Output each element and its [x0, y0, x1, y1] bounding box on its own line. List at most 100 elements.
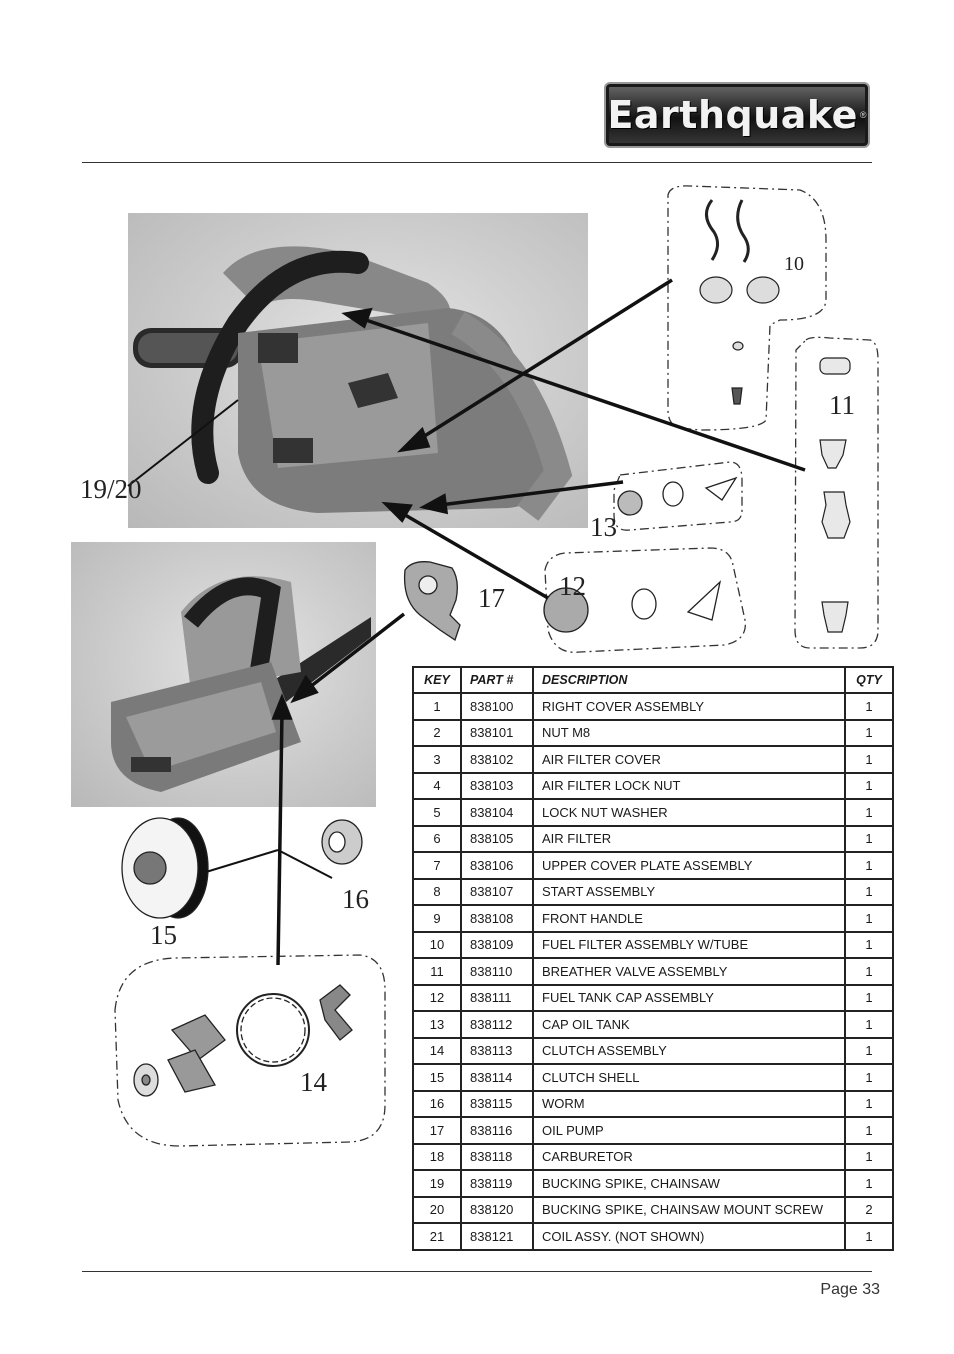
cell-part-number: 838104: [460, 798, 534, 827]
cell-description: NUT M8: [532, 718, 846, 747]
cell-part-number: 838116: [460, 1116, 534, 1145]
cell-key: 16: [412, 1089, 462, 1118]
clutch-assembly-parts: [133, 984, 353, 1097]
cell-key: 12: [412, 983, 462, 1012]
cell-description: FRONT HANDLE: [532, 904, 846, 933]
cell-qty: 1: [844, 904, 894, 933]
chainsaw-illustration-2: [111, 576, 371, 792]
header-key: KEY: [412, 666, 462, 694]
cell-qty: 1: [844, 851, 894, 880]
cell-key: 21: [412, 1222, 462, 1251]
cell-part-number: 838120: [460, 1195, 534, 1224]
cell-qty: 1: [844, 930, 894, 959]
cell-part-number: 838108: [460, 904, 534, 933]
cell-description: CLUTCH SHELL: [532, 1063, 846, 1092]
callout-10: 10: [784, 253, 804, 275]
cell-qty: 1: [844, 1116, 894, 1145]
cell-part-number: 838114: [460, 1063, 534, 1092]
callout-11: 11: [829, 390, 855, 420]
cell-qty: 1: [844, 1089, 894, 1118]
cell-qty: 1: [844, 1010, 894, 1039]
cell-part-number: 838109: [460, 930, 534, 959]
cell-description: AIR FILTER COVER: [532, 745, 846, 774]
logo-text: Earthquake: [607, 93, 858, 137]
cell-description: CLUTCH ASSEMBLY: [532, 1036, 846, 1065]
cell-key: 15: [412, 1063, 462, 1092]
cell-description: OIL PUMP: [532, 1116, 846, 1145]
cell-description: AIR FILTER LOCK NUT: [532, 771, 846, 800]
cell-part-number: 838107: [460, 877, 534, 906]
cell-description: FUEL FILTER ASSEMBLY W/TUBE: [532, 930, 846, 959]
cell-part-number: 838112: [460, 1010, 534, 1039]
cell-description: BREATHER VALVE ASSEMBLY: [532, 957, 846, 986]
header-part: PART #: [460, 666, 534, 694]
cell-key: 1: [412, 692, 462, 721]
worm-part: [321, 819, 363, 865]
cell-part-number: 838121: [460, 1222, 534, 1251]
cell-key: 2: [412, 718, 462, 747]
callout-15: 15: [150, 920, 177, 950]
cell-qty: 2: [844, 1195, 894, 1224]
cell-qty: 1: [844, 692, 894, 721]
callout-13: 13: [590, 512, 617, 542]
cell-qty: 1: [844, 798, 894, 827]
cell-part-number: 838101: [460, 718, 534, 747]
cell-key: 8: [412, 877, 462, 906]
cell-part-number: 838115: [460, 1089, 534, 1118]
footer-rule: [82, 1271, 872, 1272]
cell-key: 6: [412, 824, 462, 853]
cell-qty: 1: [844, 1036, 894, 1065]
cell-description: COIL ASSY. (NOT SHOWN): [532, 1222, 846, 1251]
fuel-filter-parts: [699, 199, 780, 405]
cell-part-number: 838119: [460, 1169, 534, 1198]
cell-key: 10: [412, 930, 462, 959]
cell-qty: 1: [844, 1063, 894, 1092]
cell-part-number: 838118: [460, 1142, 534, 1171]
pointer-lines: [127, 278, 806, 966]
cell-qty: 1: [844, 1169, 894, 1198]
cell-part-number: 838102: [460, 745, 534, 774]
cell-part-number: 838105: [460, 824, 534, 853]
cell-qty: 1: [844, 718, 894, 747]
dashed-group-borders: [114, 185, 879, 1147]
cell-description: CARBURETOR: [532, 1142, 846, 1171]
cell-qty: 1: [844, 877, 894, 906]
cell-description: BUCKING SPIKE, CHAINSAW MOUNT SCREW: [532, 1195, 846, 1224]
cell-key: 19: [412, 1169, 462, 1198]
clutch-shell-part: [121, 817, 209, 919]
cell-description: FUEL TANK CAP ASSEMBLY: [532, 983, 846, 1012]
callout-17: 17: [478, 583, 505, 613]
cell-qty: 1: [844, 957, 894, 986]
cell-qty: 1: [844, 1222, 894, 1251]
cell-key: 18: [412, 1142, 462, 1171]
earthquake-logo: Earthquake®: [604, 82, 870, 148]
cell-description: LOCK NUT WASHER: [532, 798, 846, 827]
chainsaw-illustration-1: [133, 246, 573, 521]
cell-part-number: 838110: [460, 957, 534, 986]
cell-description: BUCKING SPIKE, CHAINSAW: [532, 1169, 846, 1198]
cell-qty: 1: [844, 983, 894, 1012]
cell-key: 9: [412, 904, 462, 933]
page-number: Page 33: [820, 1281, 880, 1298]
cell-qty: 1: [844, 1142, 894, 1171]
cell-key: 11: [412, 957, 462, 986]
breather-valve-parts: [819, 357, 851, 633]
oil-cap-parts: [617, 476, 738, 516]
cell-qty: 1: [844, 824, 894, 853]
cell-key: 14: [412, 1036, 462, 1065]
callout-14: 14: [300, 1067, 327, 1097]
